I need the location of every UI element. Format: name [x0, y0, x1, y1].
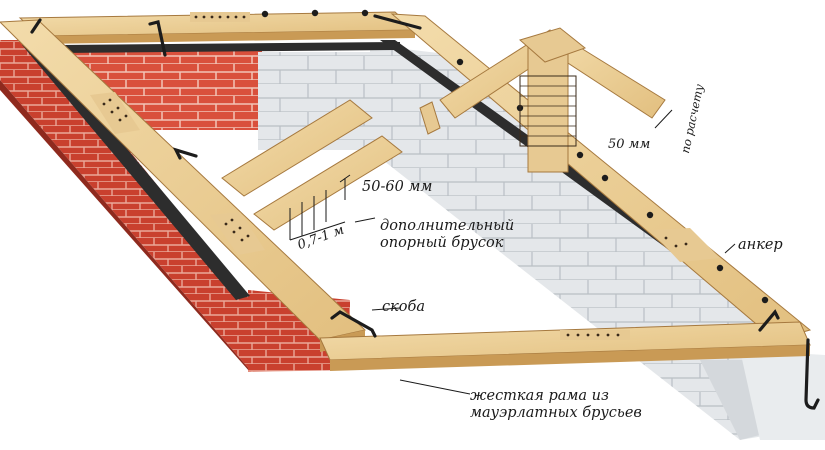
- thickness-label: 50-60 мм: [362, 179, 433, 195]
- nail-plates: [90, 12, 720, 340]
- frame-label: жесткая рама из мауэрлатных брусьев: [470, 388, 642, 421]
- support-beam-label: дополнительный опорный брусок: [380, 218, 515, 251]
- bracket-label: скоба: [382, 299, 426, 315]
- support-beam-dimensions: [289, 174, 376, 241]
- ridge-truss: [439, 27, 666, 173]
- rafter-thickness-label: 50 мм: [608, 137, 651, 152]
- mauerlat-frame: [0, 11, 812, 371]
- anchor-label: анкер: [738, 237, 783, 253]
- rafter-boards: [221, 99, 441, 231]
- leader-lines: [371, 109, 736, 395]
- steel-brackets: [30, 14, 820, 410]
- left-brick-wall: [0, 40, 350, 372]
